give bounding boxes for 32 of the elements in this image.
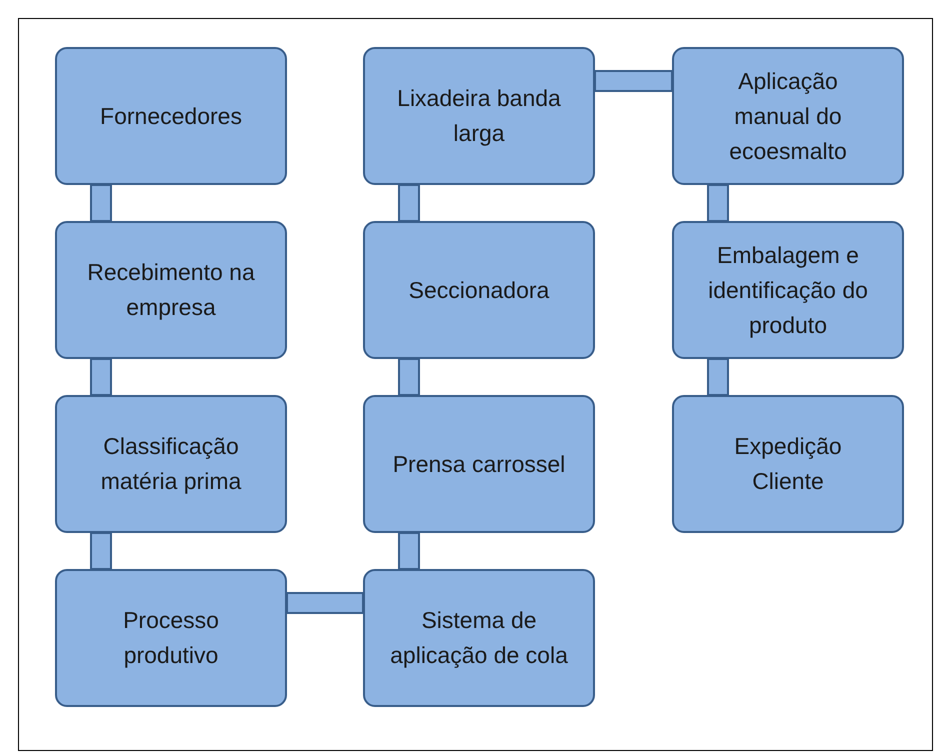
box-label: Seccionadora xyxy=(408,276,550,304)
box-label: Expedição Cliente xyxy=(733,432,843,496)
process-box xyxy=(363,395,595,533)
box-label: Sistema de aplicação de cola xyxy=(389,606,569,670)
connector-bar xyxy=(398,184,420,222)
box-label: Lixadeira banda larga xyxy=(396,84,562,148)
process-box xyxy=(672,47,904,185)
connector-bar xyxy=(398,358,420,396)
box-label: Embalagem e identificação do produto xyxy=(707,240,869,340)
process-box xyxy=(672,221,904,359)
box-label: Fornecedores xyxy=(100,102,242,130)
connector-bar xyxy=(90,532,112,570)
box-label: Classificação matéria prima xyxy=(100,432,242,496)
process-box xyxy=(363,47,595,185)
box-label: Aplicação manual do ecoesmalto xyxy=(728,66,848,166)
connector-bar xyxy=(90,358,112,396)
connector-bar xyxy=(398,532,420,570)
connector-bar xyxy=(286,592,364,614)
process-box xyxy=(55,221,287,359)
process-box xyxy=(363,569,595,707)
connector-bar xyxy=(707,184,729,222)
box-label: Processo produtivo xyxy=(122,606,220,670)
process-box xyxy=(55,569,287,707)
connector-bar xyxy=(594,70,673,92)
box-label: Recebimento na empresa xyxy=(86,258,256,322)
process-box xyxy=(55,395,287,533)
process-box xyxy=(672,395,904,533)
connector-bar xyxy=(707,358,729,396)
box-label: Prensa carrossel xyxy=(392,450,566,478)
process-box xyxy=(55,47,287,185)
process-box xyxy=(363,221,595,359)
connector-bar xyxy=(90,184,112,222)
